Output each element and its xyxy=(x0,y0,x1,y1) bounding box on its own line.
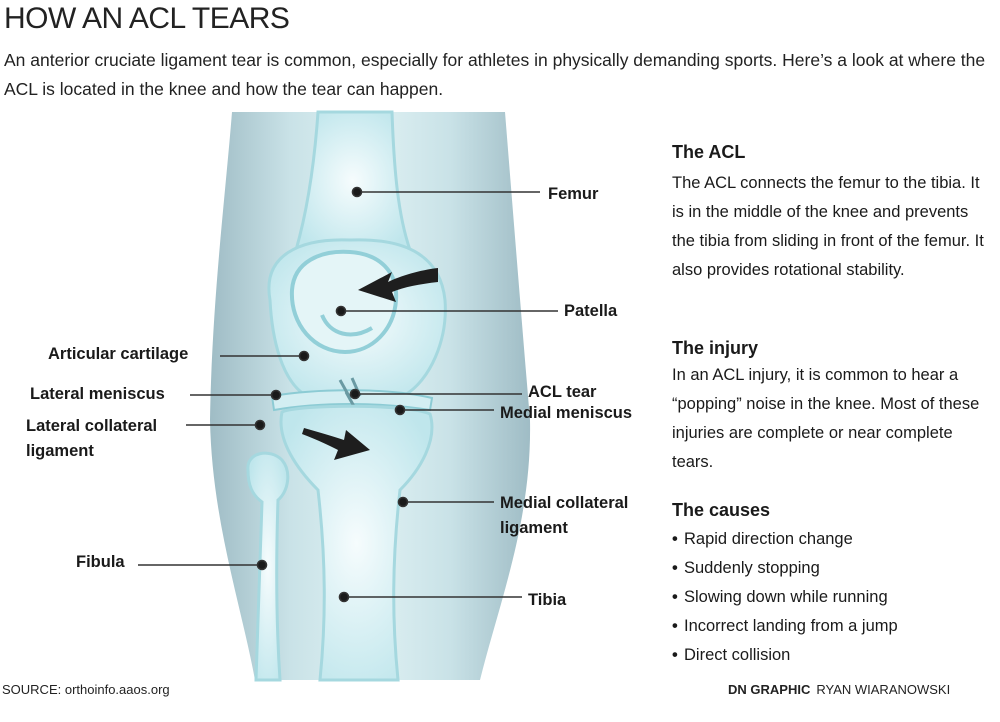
label-articular-cartilage: Articular cartilage xyxy=(48,345,189,363)
label-medial-collateral-ligament: Medial collateral ligament xyxy=(500,491,628,541)
intro-text: An anterior cruciate ligament tear is co… xyxy=(4,50,986,99)
section-acl: The ACL The ACL connects the femur to th… xyxy=(672,139,992,285)
section-causes-heading: The causes xyxy=(672,500,771,520)
list-item: •Direct collision xyxy=(672,646,791,664)
label-lateral-collateral-line1: Lateral collateral xyxy=(26,417,158,435)
page-title: HOW AN ACL TEARS xyxy=(4,2,290,35)
label-femur: Femur xyxy=(548,185,599,203)
list-item: •Incorrect landing from a jump xyxy=(672,617,898,635)
graphic-credit: DN GRAPHIC RYAN WIARANOWSKI xyxy=(728,682,950,697)
rotation-arrow-lower xyxy=(302,428,370,460)
list-item: •Rapid direction change xyxy=(672,530,853,548)
label-acl-tear: ACL tear xyxy=(528,383,597,401)
label-lateral-collateral-line2: ligament xyxy=(26,442,94,460)
causes-list: •Rapid direction change •Suddenly stoppi… xyxy=(672,525,992,670)
patella-bone xyxy=(289,249,399,355)
credit-name: RYAN WIARANOWSKI xyxy=(816,682,951,697)
fibula-bone xyxy=(246,451,290,682)
list-item: •Suddenly stopping xyxy=(672,559,820,577)
credit-org: DN GRAPHIC xyxy=(728,682,811,697)
label-medial-collateral-line1: Medial collateral xyxy=(500,494,629,512)
label-patella: Patella xyxy=(564,302,618,320)
rotation-arrow-upper xyxy=(358,268,438,302)
label-medial-collateral-line2: ligament xyxy=(500,519,568,537)
section-injury: The injury In an ACL injury, it is commo… xyxy=(672,335,992,477)
section-acl-heading: The ACL xyxy=(672,142,746,162)
label-fibula: Fibula xyxy=(76,553,125,571)
list-item: •Slowing down while running xyxy=(672,588,888,606)
label-tibia: Tibia xyxy=(528,591,567,609)
label-lateral-collateral-ligament: Lateral collateral ligament xyxy=(26,414,157,464)
source-credit: SOURCE: orthoinfo.aaos.org xyxy=(2,682,170,697)
label-medial-meniscus: Medial meniscus xyxy=(500,404,633,422)
section-causes: The causes •Rapid direction change •Sudd… xyxy=(672,497,992,670)
label-lateral-meniscus: Lateral meniscus xyxy=(30,385,165,403)
section-injury-heading: The injury xyxy=(672,338,759,358)
section-injury-body: In an ACL injury, it is common to hear a… xyxy=(672,366,980,471)
section-acl-body: The ACL connects the femur to the tibia.… xyxy=(672,174,984,279)
